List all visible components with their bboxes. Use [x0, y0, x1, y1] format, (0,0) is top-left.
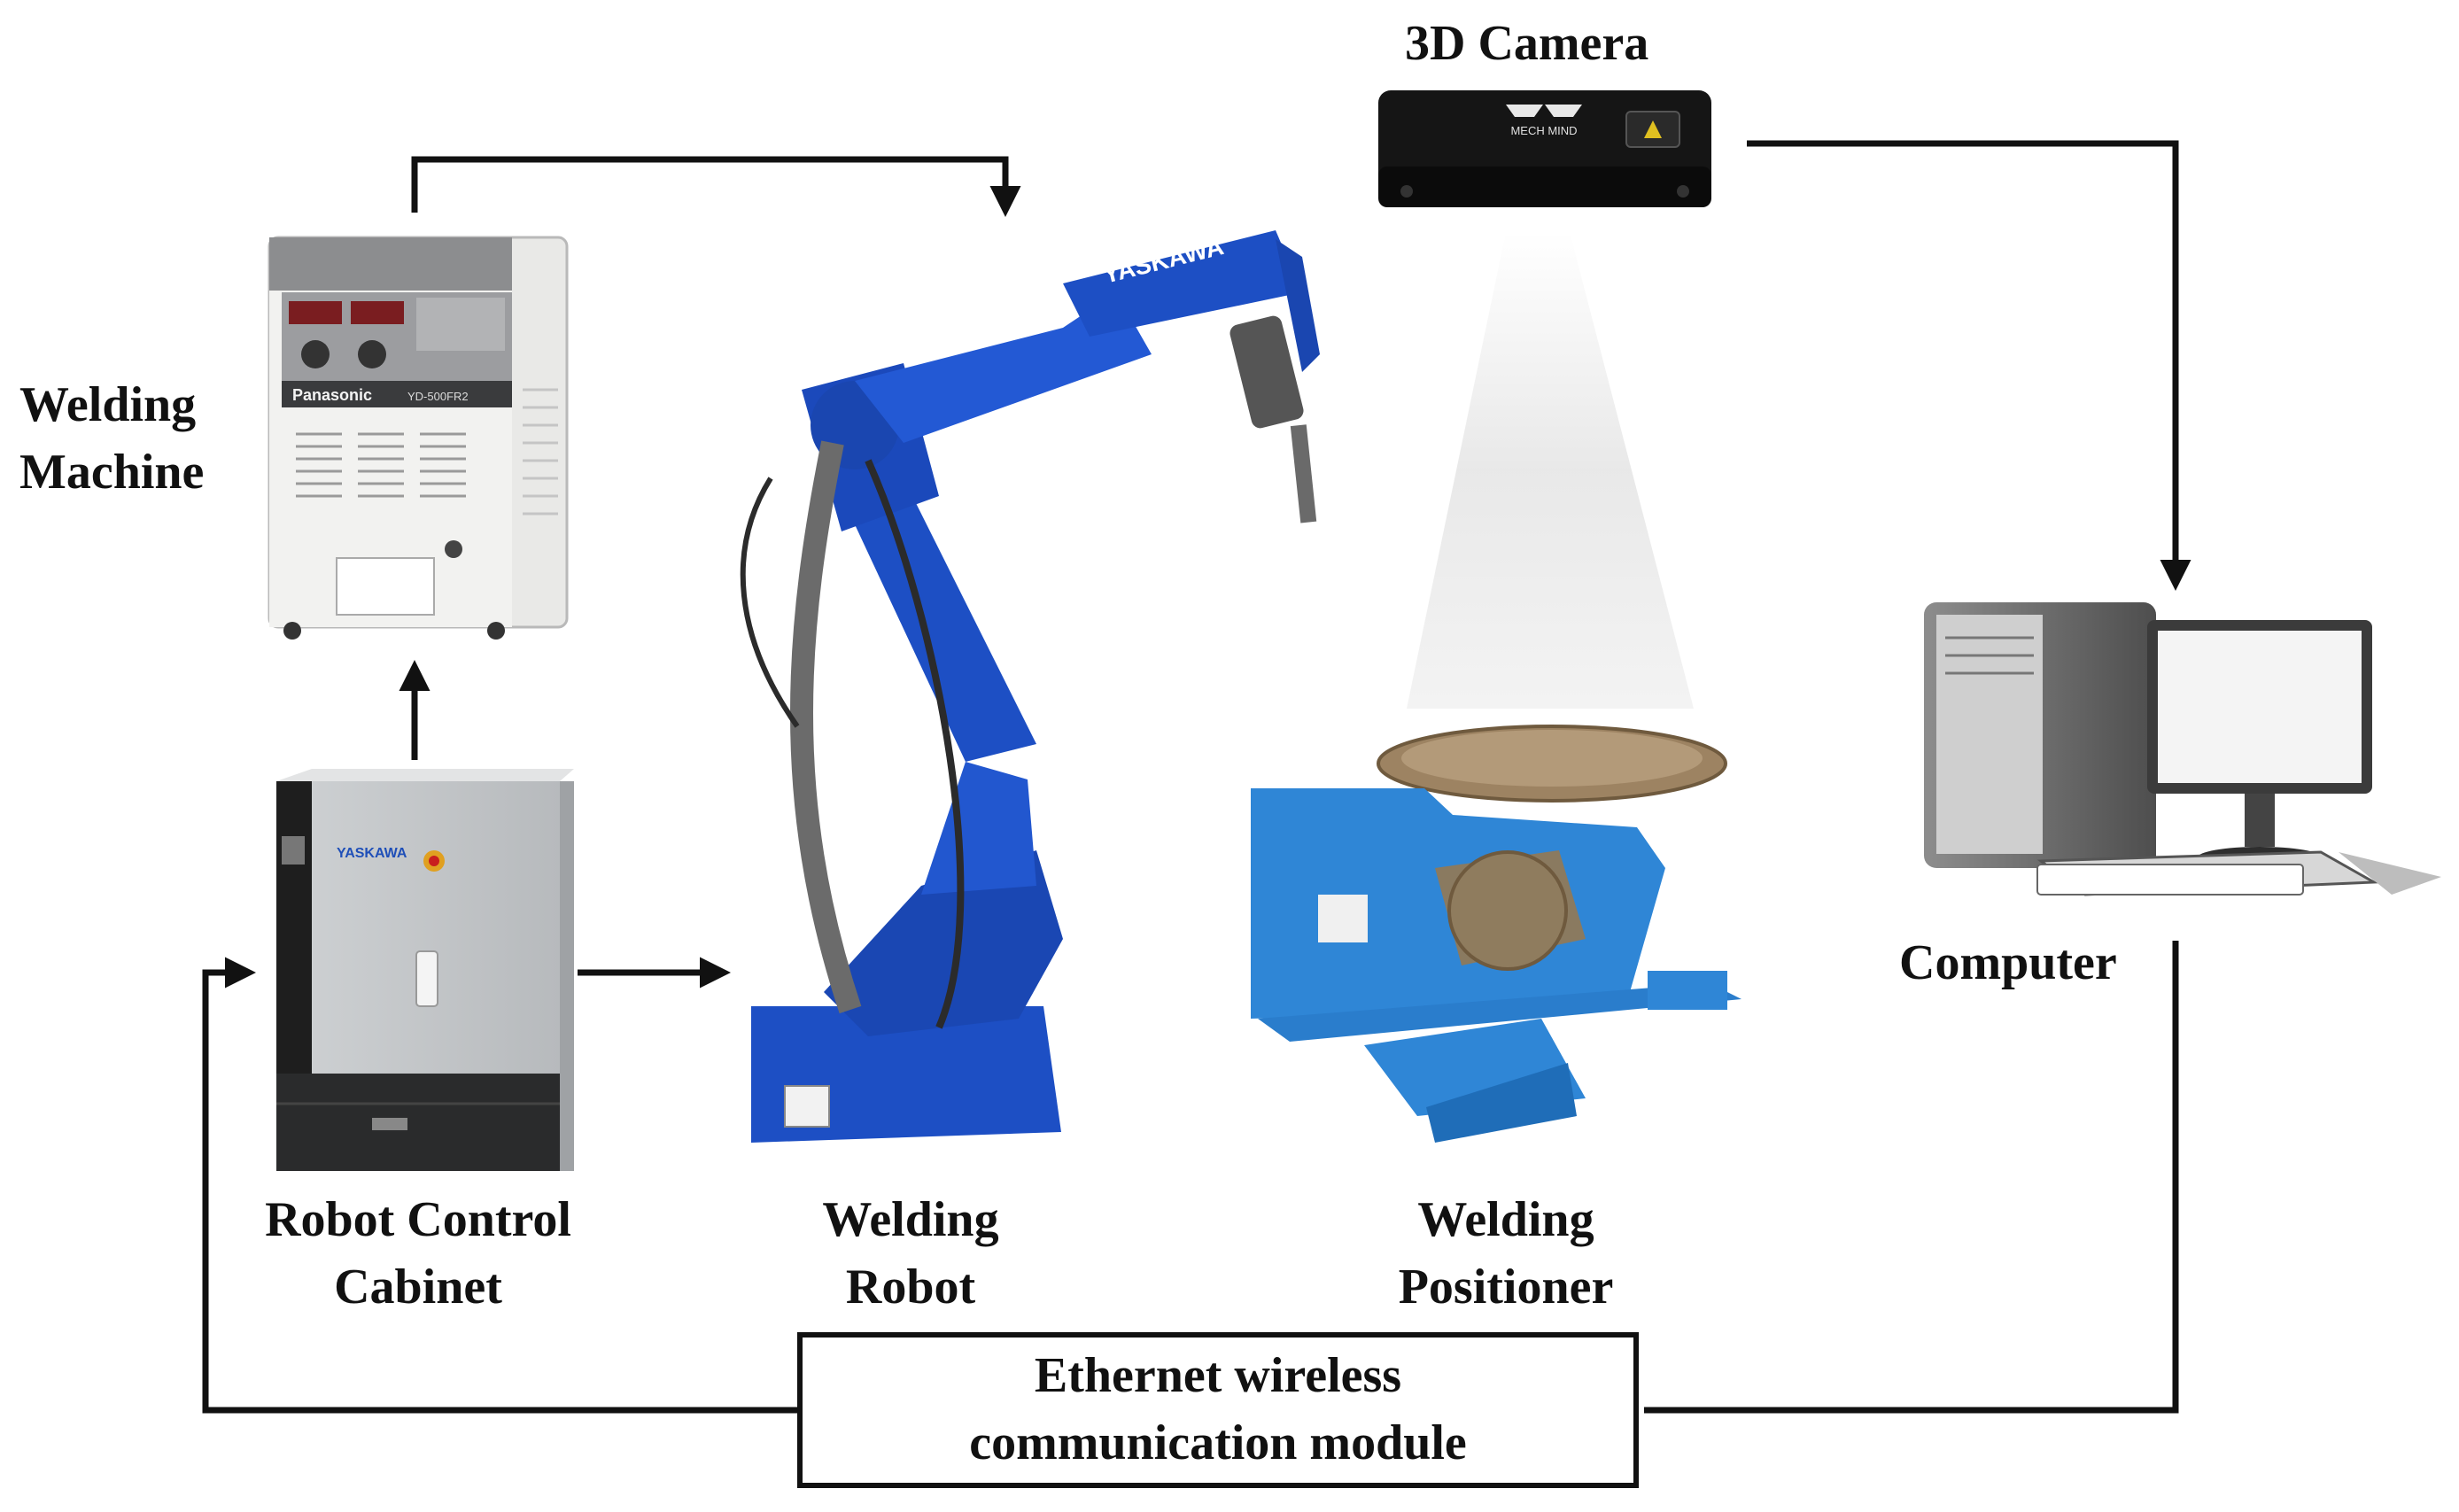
- robot-label-line1: Welding: [822, 1192, 999, 1247]
- camera-beam: [1407, 232, 1694, 709]
- robot-illustration: YASKAWA: [740, 230, 1320, 1143]
- cabinet-brand: YASKAWA: [337, 846, 407, 861]
- line-computer-to-module: [1644, 941, 2179, 1414]
- welding-machine-label-line2: Machine: [19, 444, 205, 500]
- module-label-line2: communication module: [969, 1415, 1467, 1470]
- robot-label-line2: Robot: [845, 1259, 976, 1314]
- computer-label: Computer: [1899, 935, 2117, 990]
- positioner-label-line1: Welding: [1417, 1192, 1594, 1247]
- arrow-camera-to-computer: [1747, 140, 2191, 591]
- positioner-illustration: [1251, 725, 1741, 1143]
- arrow-module-to-cabinet: [202, 957, 797, 1414]
- welding-machine-illustration: Panasonic YD-500FR2: [268, 236, 569, 640]
- robot-label: Welding Robot: [778, 1187, 1043, 1321]
- camera-brand: MECH MIND: [1510, 124, 1577, 137]
- cabinet-label-line2: Cabinet: [334, 1259, 502, 1314]
- positioner-label: Welding Positioner: [1355, 1187, 1656, 1321]
- module-label-line1: Ethernet wireless: [1034, 1348, 1402, 1404]
- arrow-machine-to-robot: [411, 156, 1021, 217]
- welder-brand: Panasonic: [292, 386, 372, 404]
- cabinet-label: Robot Control Cabinet: [232, 1187, 604, 1321]
- welding-machine-label: Welding Machine: [19, 372, 204, 506]
- positioner-label-line2: Positioner: [1398, 1259, 1614, 1314]
- ethernet-module-box: Ethernet wireless communication module: [797, 1332, 1639, 1488]
- cabinet-label-line1: Robot Control: [265, 1192, 571, 1247]
- camera-label: 3D Camera: [1405, 16, 1649, 71]
- computer-illustration: [1924, 602, 2441, 896]
- cabinet-illustration: YASKAWA: [276, 769, 574, 1171]
- welder-model: YD-500FR2: [407, 390, 469, 403]
- camera-illustration: MECH MIND: [1378, 90, 1711, 709]
- welding-machine-label-line1: Welding: [19, 377, 197, 432]
- connection-lines: [202, 140, 2191, 1414]
